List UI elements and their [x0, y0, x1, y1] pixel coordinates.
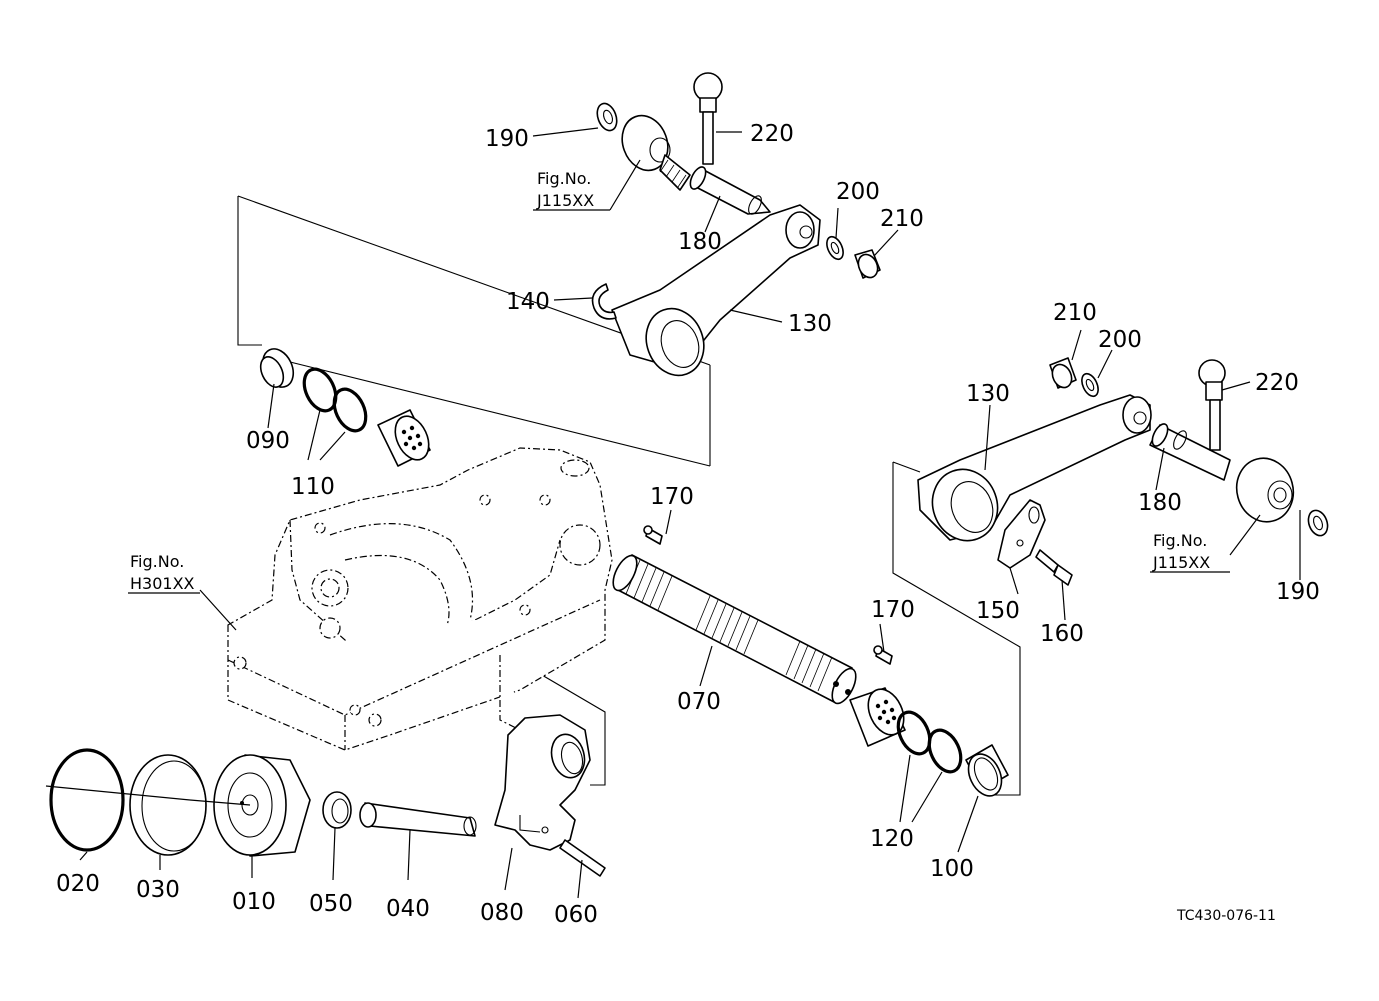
- lift-shaft-070: [612, 554, 857, 705]
- figure-references: Fig.No. J115XX Fig.No. H301XX Fig.No. J1…: [130, 169, 1210, 593]
- part-labels: 190 220 180 200 210 140 130 090 110 170 …: [56, 121, 1320, 928]
- nut-210-top: [854, 249, 881, 279]
- label-150: 150: [976, 598, 1020, 624]
- label-110: 110: [291, 474, 335, 500]
- seals-left: [259, 348, 431, 467]
- lynch-pin-220-right: [1198, 359, 1226, 451]
- figref-j115-top-line1: Fig.No.: [537, 169, 591, 188]
- label-210-right: 210: [1053, 300, 1097, 326]
- figref-j115-right-line1: Fig.No.: [1153, 531, 1207, 550]
- pin-180-top: [689, 166, 771, 215]
- o-ring-020: [49, 748, 125, 852]
- piston-010: [213, 754, 311, 857]
- label-140: 140: [506, 289, 550, 315]
- label-200-top: 200: [836, 179, 880, 205]
- figref-h301-line2: H301XX: [130, 574, 195, 593]
- label-190-right: 190: [1276, 579, 1320, 605]
- label-220-top: 220: [750, 121, 794, 147]
- housing-ghost: [227, 447, 613, 751]
- label-090: 090: [246, 428, 290, 454]
- backup-ring-030: [129, 754, 207, 856]
- lynch-pin-220-top: [693, 72, 723, 165]
- balljoint-j115-right: [1235, 457, 1295, 523]
- figref-h301-line1: Fig.No.: [130, 552, 184, 571]
- leader-lines: [45, 127, 1301, 899]
- label-060: 060: [554, 902, 598, 928]
- label-130-top: 130: [788, 311, 832, 337]
- label-170-b: 170: [871, 597, 915, 623]
- label-130-right: 130: [966, 381, 1010, 407]
- label-120: 120: [870, 826, 914, 852]
- label-080: 080: [480, 900, 524, 926]
- label-180-right: 180: [1138, 490, 1182, 516]
- washer-200-top: [826, 235, 844, 261]
- pin-060: [559, 839, 606, 877]
- washer-190-right: [1307, 509, 1329, 537]
- label-160: 160: [1040, 621, 1084, 647]
- lift-arm-080: [494, 714, 591, 851]
- label-210-top: 210: [880, 206, 924, 232]
- pin-180-right: [1149, 423, 1231, 481]
- plate-150: [997, 499, 1046, 569]
- grease-nipple-170: [643, 525, 893, 665]
- rod-040: [359, 802, 477, 837]
- bolt-160: [1035, 549, 1073, 586]
- figref-j115-right-line2: J115XX: [1152, 553, 1210, 572]
- label-170-a: 170: [650, 484, 694, 510]
- drawing-code: TC430-076-11: [1176, 908, 1276, 924]
- label-030: 030: [136, 877, 180, 903]
- label-100: 100: [930, 856, 974, 882]
- seal-050: [322, 791, 352, 829]
- label-020: 020: [56, 871, 100, 897]
- nut-210-right: [1049, 357, 1077, 389]
- circlip-140: [591, 283, 617, 320]
- label-050: 050: [309, 891, 353, 917]
- figref-j115-top-line2: J115XX: [536, 191, 594, 210]
- lift-arm-right-130: [917, 394, 1152, 542]
- lift-arm-top-130: [611, 204, 821, 377]
- seals-right: [849, 687, 1009, 797]
- washer-200-right: [1081, 372, 1099, 398]
- label-040: 040: [386, 896, 430, 922]
- label-200-right: 200: [1098, 327, 1142, 353]
- label-220-right: 220: [1255, 370, 1299, 396]
- label-010: 010: [232, 889, 276, 915]
- label-180-top: 180: [678, 229, 722, 255]
- label-190-top: 190: [485, 126, 529, 152]
- balljoint-j115-top: [621, 114, 691, 191]
- label-070: 070: [677, 689, 721, 715]
- washer-190-top: [596, 102, 618, 132]
